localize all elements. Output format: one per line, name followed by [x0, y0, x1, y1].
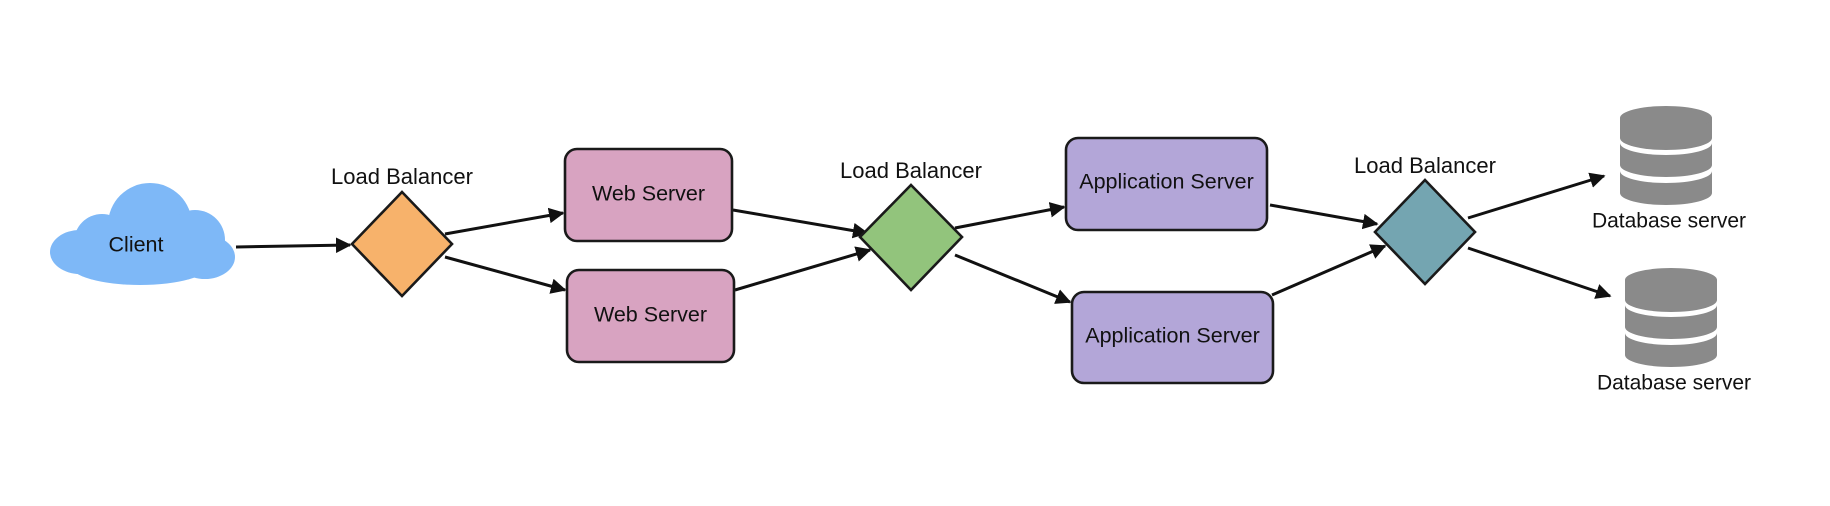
application-server-1[interactable]: Application Server: [1064, 136, 1269, 232]
client-label: Client: [109, 233, 164, 257]
web-server-2-label: Web Server: [594, 303, 707, 327]
edge-app1-lb3: [1269, 203, 1379, 230]
edge-lb2-app2: [954, 253, 1072, 304]
edge-web2-lb2: [734, 246, 872, 292]
database-icon: [1625, 268, 1717, 367]
application-server-1-box: [1064, 136, 1269, 232]
web-server-2[interactable]: Web Server: [565, 268, 736, 364]
load-balancer-1-label: Load Balancer: [331, 164, 473, 189]
application-server-2[interactable]: Application Server: [1070, 290, 1275, 385]
client-node[interactable]: Client: [50, 183, 235, 285]
edge-client-lb1: [235, 237, 352, 254]
database-server-1-label: Database server: [1592, 210, 1746, 233]
database-server-1[interactable]: Database server: [1592, 106, 1746, 233]
application-server-1-label: Application Server: [1079, 170, 1253, 194]
edge-web1-lb2: [732, 208, 869, 239]
cloud-icon: [50, 183, 235, 285]
load-balancer-2-diamond: [858, 183, 964, 292]
load-balancer-1[interactable]: Load Balancer: [331, 164, 473, 298]
edge-lb3-db1: [1467, 172, 1606, 220]
load-balancer-2-label: Load Balancer: [840, 158, 982, 183]
web-server-1-label: Web Server: [592, 182, 705, 206]
web-server-2-box: [565, 268, 736, 364]
load-balancer-1-diamond: [350, 190, 454, 298]
edge-lb1-web1: [444, 207, 565, 236]
database-server-2-label: Database server: [1597, 372, 1751, 395]
edge-lb2-app1: [954, 201, 1066, 230]
application-server-2-label: Application Server: [1085, 324, 1259, 348]
edge-app2-lb3: [1271, 244, 1387, 297]
web-server-1[interactable]: Web Server: [563, 147, 734, 243]
web-server-1-box: [563, 147, 734, 243]
database-server-2[interactable]: Database server: [1597, 268, 1751, 395]
load-balancer-3-label: Load Balancer: [1354, 153, 1496, 178]
edge-lb1-web2: [444, 255, 567, 294]
edges: [235, 172, 1612, 304]
load-balancer-2[interactable]: Load Balancer: [840, 158, 982, 292]
load-balancer-3[interactable]: Load Balancer: [1354, 153, 1496, 286]
edge-lb3-db2: [1467, 246, 1612, 299]
load-balancer-3-diamond: [1373, 178, 1477, 286]
application-server-2-box: [1070, 290, 1275, 385]
database-icon: [1620, 106, 1712, 205]
